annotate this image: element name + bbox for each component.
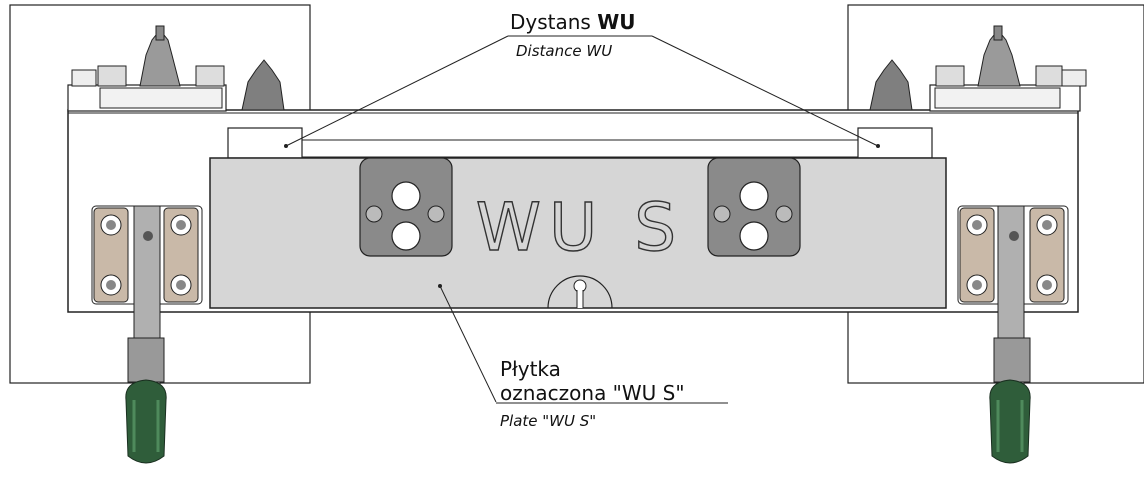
spacer-block-left [227, 127, 303, 159]
plate-marking: WU S [476, 189, 684, 266]
plate-label-line1: Płytka [500, 357, 561, 381]
left-toggle-clamp [91, 205, 203, 464]
right-top-bracket [869, 25, 1087, 112]
spacer-label-prefix: Dystans [510, 10, 597, 34]
spacer-label: Dystans WU [510, 10, 636, 34]
plate-holder-right [707, 157, 801, 257]
plate-label-line2: oznaczona "WU S" [500, 381, 685, 405]
spacer-label-bold: WU [597, 10, 635, 34]
plate-label-en: Plate "WU S" [500, 412, 596, 430]
left-top-bracket [67, 25, 285, 112]
spacer-leader-left [285, 35, 509, 147]
spacer-leader-right [651, 35, 879, 147]
plate-leader [439, 285, 497, 403]
spacer-label-en: Distance WU [516, 42, 612, 60]
plate-holder-left [359, 157, 453, 257]
right-toggle-clamp [957, 205, 1069, 464]
spacer-block-right [857, 127, 933, 159]
plate-notch [547, 275, 613, 309]
